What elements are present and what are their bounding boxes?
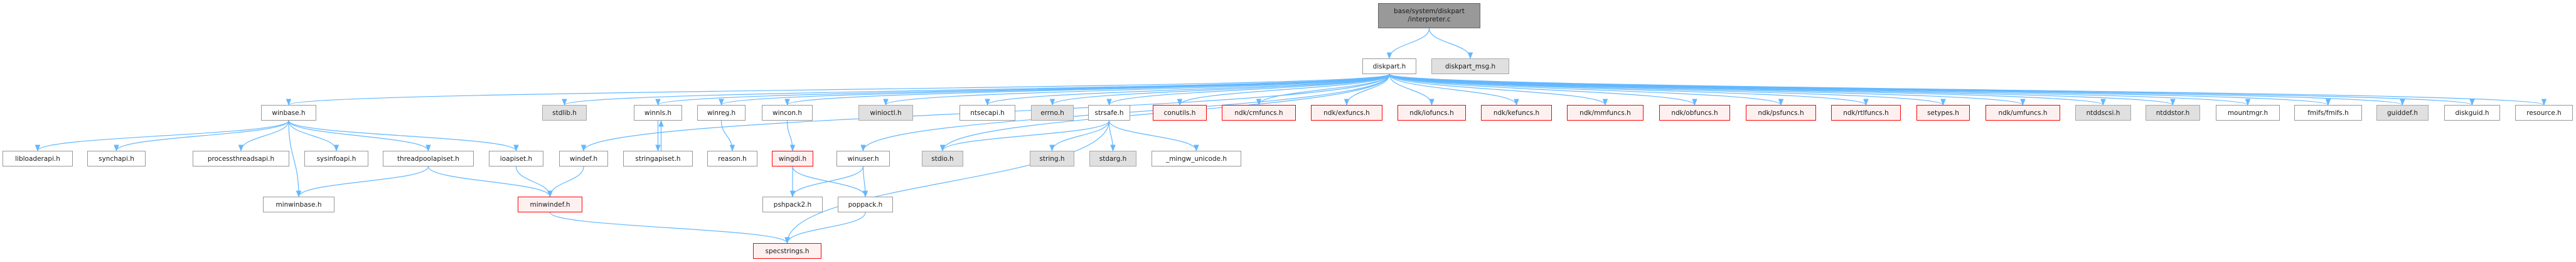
- graph-node-processthreadsapi-h[interactable]: processthreadsapi.h: [193, 151, 289, 166]
- edge-diskpart-h-to-iofuncs-h: [1389, 74, 1435, 106]
- graph-node-mountmgr-h[interactable]: mountmgr.h: [2216, 105, 2280, 121]
- edge-strsafe-h-to-stdio-h: [939, 120, 1110, 152]
- edge-winuser-h-to-poppack-h: [862, 166, 868, 198]
- graph-node-fmifs-h[interactable]: fmifs/fmifs.h: [2294, 105, 2362, 121]
- edge-diskpart-h-to-ntddstor-h: [1389, 74, 2176, 106]
- graph-node-ntddstor-h[interactable]: ntddstor.h: [2146, 105, 2200, 121]
- edge-winbase-h-to-processthreadsapi-h: [238, 120, 289, 152]
- graph-node-ioapiset-h[interactable]: ioapiset.h: [489, 151, 543, 166]
- edge-winbase-h-to-ioapiset-h: [288, 120, 519, 152]
- edge-winreg-h-to-reason-h: [720, 120, 735, 152]
- edge-diskpart-h-to-conutils-h: [1177, 74, 1390, 106]
- edge-winbase-h-to-libloaderapi-h: [35, 120, 289, 152]
- graph-node-winioctl-h[interactable]: winioctl.h: [858, 105, 913, 121]
- graph-node-errno-h[interactable]: errno.h: [1031, 105, 1074, 121]
- edge-winuser-h-to-pshpack2-h: [789, 166, 864, 198]
- graph-node-ntddscsi-h[interactable]: ntddscsi.h: [2075, 105, 2131, 121]
- edge-wincon-h-to-wingdi-h: [786, 120, 796, 152]
- graph-node-obfuncs-h[interactable]: ndk/obfuncs.h: [1659, 105, 1730, 121]
- graph-node-winreg-h[interactable]: winreg.h: [697, 105, 746, 121]
- graph-root-node[interactable]: base/system/diskpart /interpreter.c: [1378, 3, 1480, 28]
- graph-node-mingw-unicode-h[interactable]: _mingw_unicode.h: [1152, 151, 1241, 166]
- root-label-line-2: /interpreter.c: [1408, 16, 1451, 23]
- edge-winbase-h-to-synchapi-h: [114, 120, 289, 152]
- graph-node-pshpack2-h[interactable]: pshpack2.h: [762, 197, 823, 212]
- edge-diskpart-h-to-ntsecapi-h: [985, 74, 1390, 106]
- root-label-line-1: base/system/diskpart: [1394, 8, 1465, 15]
- graph-node-stdlib-h[interactable]: stdlib.h: [542, 105, 587, 121]
- graph-node-poppack-h[interactable]: poppack.h: [838, 197, 893, 212]
- edge-diskpart-h-to-strsafe-h: [1106, 74, 1390, 106]
- edge-poppack-h-to-specstrings-h: [784, 212, 866, 244]
- edge-winbase-h-to-minwinbase-h: [288, 120, 302, 198]
- edge-strsafe-h-to-string-h: [1049, 120, 1110, 152]
- edge-strsafe-h-to-mingw-unicode-h: [1108, 120, 1199, 152]
- graph-node-minwindef-h[interactable]: minwindef.h: [518, 197, 582, 212]
- graph-node-iofuncs-h[interactable]: ndk/iofuncs.h: [1398, 105, 1466, 121]
- edge-diskpart-h-to-winbase-h: [286, 74, 1390, 106]
- graph-node-synchapi-h[interactable]: synchapi.h: [87, 151, 146, 166]
- edge-diskpart-h-to-psfuncs-h: [1389, 74, 1784, 106]
- graph-node-winnls-h[interactable]: winnls.h: [634, 105, 682, 121]
- edge-diskpart-h-to-kefuncs-h: [1389, 74, 1519, 106]
- graph-node-guiddef-h[interactable]: guiddef.h: [2376, 105, 2429, 121]
- edge-winbase-h-to-sysinfoapi-h: [288, 120, 339, 152]
- edge-diskpart-h-to-obfuncs-h: [1389, 74, 1697, 106]
- graph-node-stringapiset-h[interactable]: stringapiset.h: [623, 151, 693, 166]
- graph-node-diskpart-msg-h[interactable]: diskpart_msg.h: [1431, 58, 1509, 74]
- graph-node-rtlfuncs-h[interactable]: ndk/rtlfuncs.h: [1831, 105, 1901, 121]
- graph-node-conutils-h[interactable]: conutils.h: [1153, 105, 1207, 121]
- edge-diskpart-h-to-rtlfuncs-h: [1389, 74, 1869, 106]
- edge-diskpart-h-to-resource-h: [1389, 74, 2547, 106]
- edge-diskpart-h-to-mountmgr-h: [1389, 74, 2250, 106]
- edge-minwindef-h-to-specstrings-h: [549, 212, 790, 244]
- edge-threadpoolapiset-h-to-minwinbase-h: [296, 166, 429, 198]
- edge-diskpart-h-to-exfuncs-h: [1344, 74, 1390, 106]
- graph-node-specstrings-h[interactable]: specstrings.h: [753, 243, 821, 259]
- graph-node-wingdi-h[interactable]: wingdi.h: [772, 151, 813, 166]
- graph-node-setypes-h[interactable]: setypes.h: [1916, 105, 1970, 121]
- graph-node-windef-h[interactable]: windef.h: [559, 151, 608, 166]
- edge-root-to-diskpart-msg-h: [1428, 28, 1473, 60]
- edge-diskpart-h-to-stdlib-h: [562, 74, 1390, 106]
- graph-node-diskguid-h[interactable]: diskguid.h: [2444, 105, 2500, 121]
- edge-diskpart-h-to-wincon-h: [784, 74, 1390, 106]
- graph-node-umfuncs-h[interactable]: ndk/umfuncs.h: [1985, 105, 2060, 121]
- graph-node-cmfuncs-h[interactable]: ndk/cmfuncs.h: [1222, 105, 1296, 121]
- graph-node-kefuncs-h[interactable]: ndk/kefuncs.h: [1481, 105, 1552, 121]
- graph-node-exfuncs-h[interactable]: ndk/exfuncs.h: [1311, 105, 1382, 121]
- edge-winbase-h-to-threadpoolapiset-h: [288, 120, 431, 152]
- graph-node-stdarg-h[interactable]: stdarg.h: [1089, 151, 1136, 166]
- graph-node-wincon-h[interactable]: wincon.h: [762, 105, 813, 121]
- edge-diskpart-h-to-errno-h: [1049, 74, 1390, 106]
- graph-node-stdio-h[interactable]: stdio.h: [922, 151, 963, 166]
- edge-diskpart-h-to-mmfuncs-h: [1389, 74, 1608, 106]
- edge-strsafe-h-to-stdarg-h: [1108, 120, 1116, 152]
- graph-node-strsafe-h[interactable]: strsafe.h: [1088, 105, 1130, 121]
- graph-node-diskpart-h[interactable]: diskpart.h: [1362, 58, 1416, 74]
- edge-root-to-diskpart-h: [1386, 28, 1430, 60]
- graph-node-ntsecapi-h[interactable]: ntsecapi.h: [959, 105, 1015, 121]
- edge-diskpart-h-to-winioctl-h: [883, 74, 1390, 106]
- graph-node-winbase-h[interactable]: winbase.h: [261, 105, 316, 121]
- graph-node-sysinfoapi-h[interactable]: sysinfoapi.h: [304, 151, 368, 166]
- graph-node-resource-h[interactable]: resource.h: [2515, 105, 2573, 121]
- edge-diskpart-h-to-umfuncs-h: [1389, 74, 2026, 106]
- graph-node-string-h[interactable]: string.h: [1030, 151, 1074, 166]
- edge-diskpart-h-to-diskguid-h: [1389, 74, 2475, 106]
- edge-diskpart-h-to-setypes-h: [1389, 74, 1946, 106]
- edge-windef-h-to-minwindef-h: [547, 166, 584, 198]
- graph-node-psfuncs-h[interactable]: ndk/psfuncs.h: [1746, 105, 1816, 121]
- graph-node-reason-h[interactable]: reason.h: [707, 151, 757, 166]
- graph-node-libloaderapi-h[interactable]: libloaderapi.h: [3, 151, 73, 166]
- edge-threadpoolapiset-h-to-minwindef-h: [427, 166, 553, 198]
- edge-strsafe-h-to-specstrings-h: [784, 120, 1110, 244]
- edge-diskpart-h-to-fmifs-h: [1389, 74, 2331, 106]
- graph-node-mmfuncs-h[interactable]: ndk/mmfuncs.h: [1567, 105, 1643, 121]
- graph-node-winuser-h[interactable]: winuser.h: [836, 151, 890, 166]
- graph-node-minwinbase-h[interactable]: minwinbase.h: [263, 197, 334, 212]
- graph-node-threadpoolapiset-h[interactable]: threadpoolapiset.h: [383, 151, 474, 166]
